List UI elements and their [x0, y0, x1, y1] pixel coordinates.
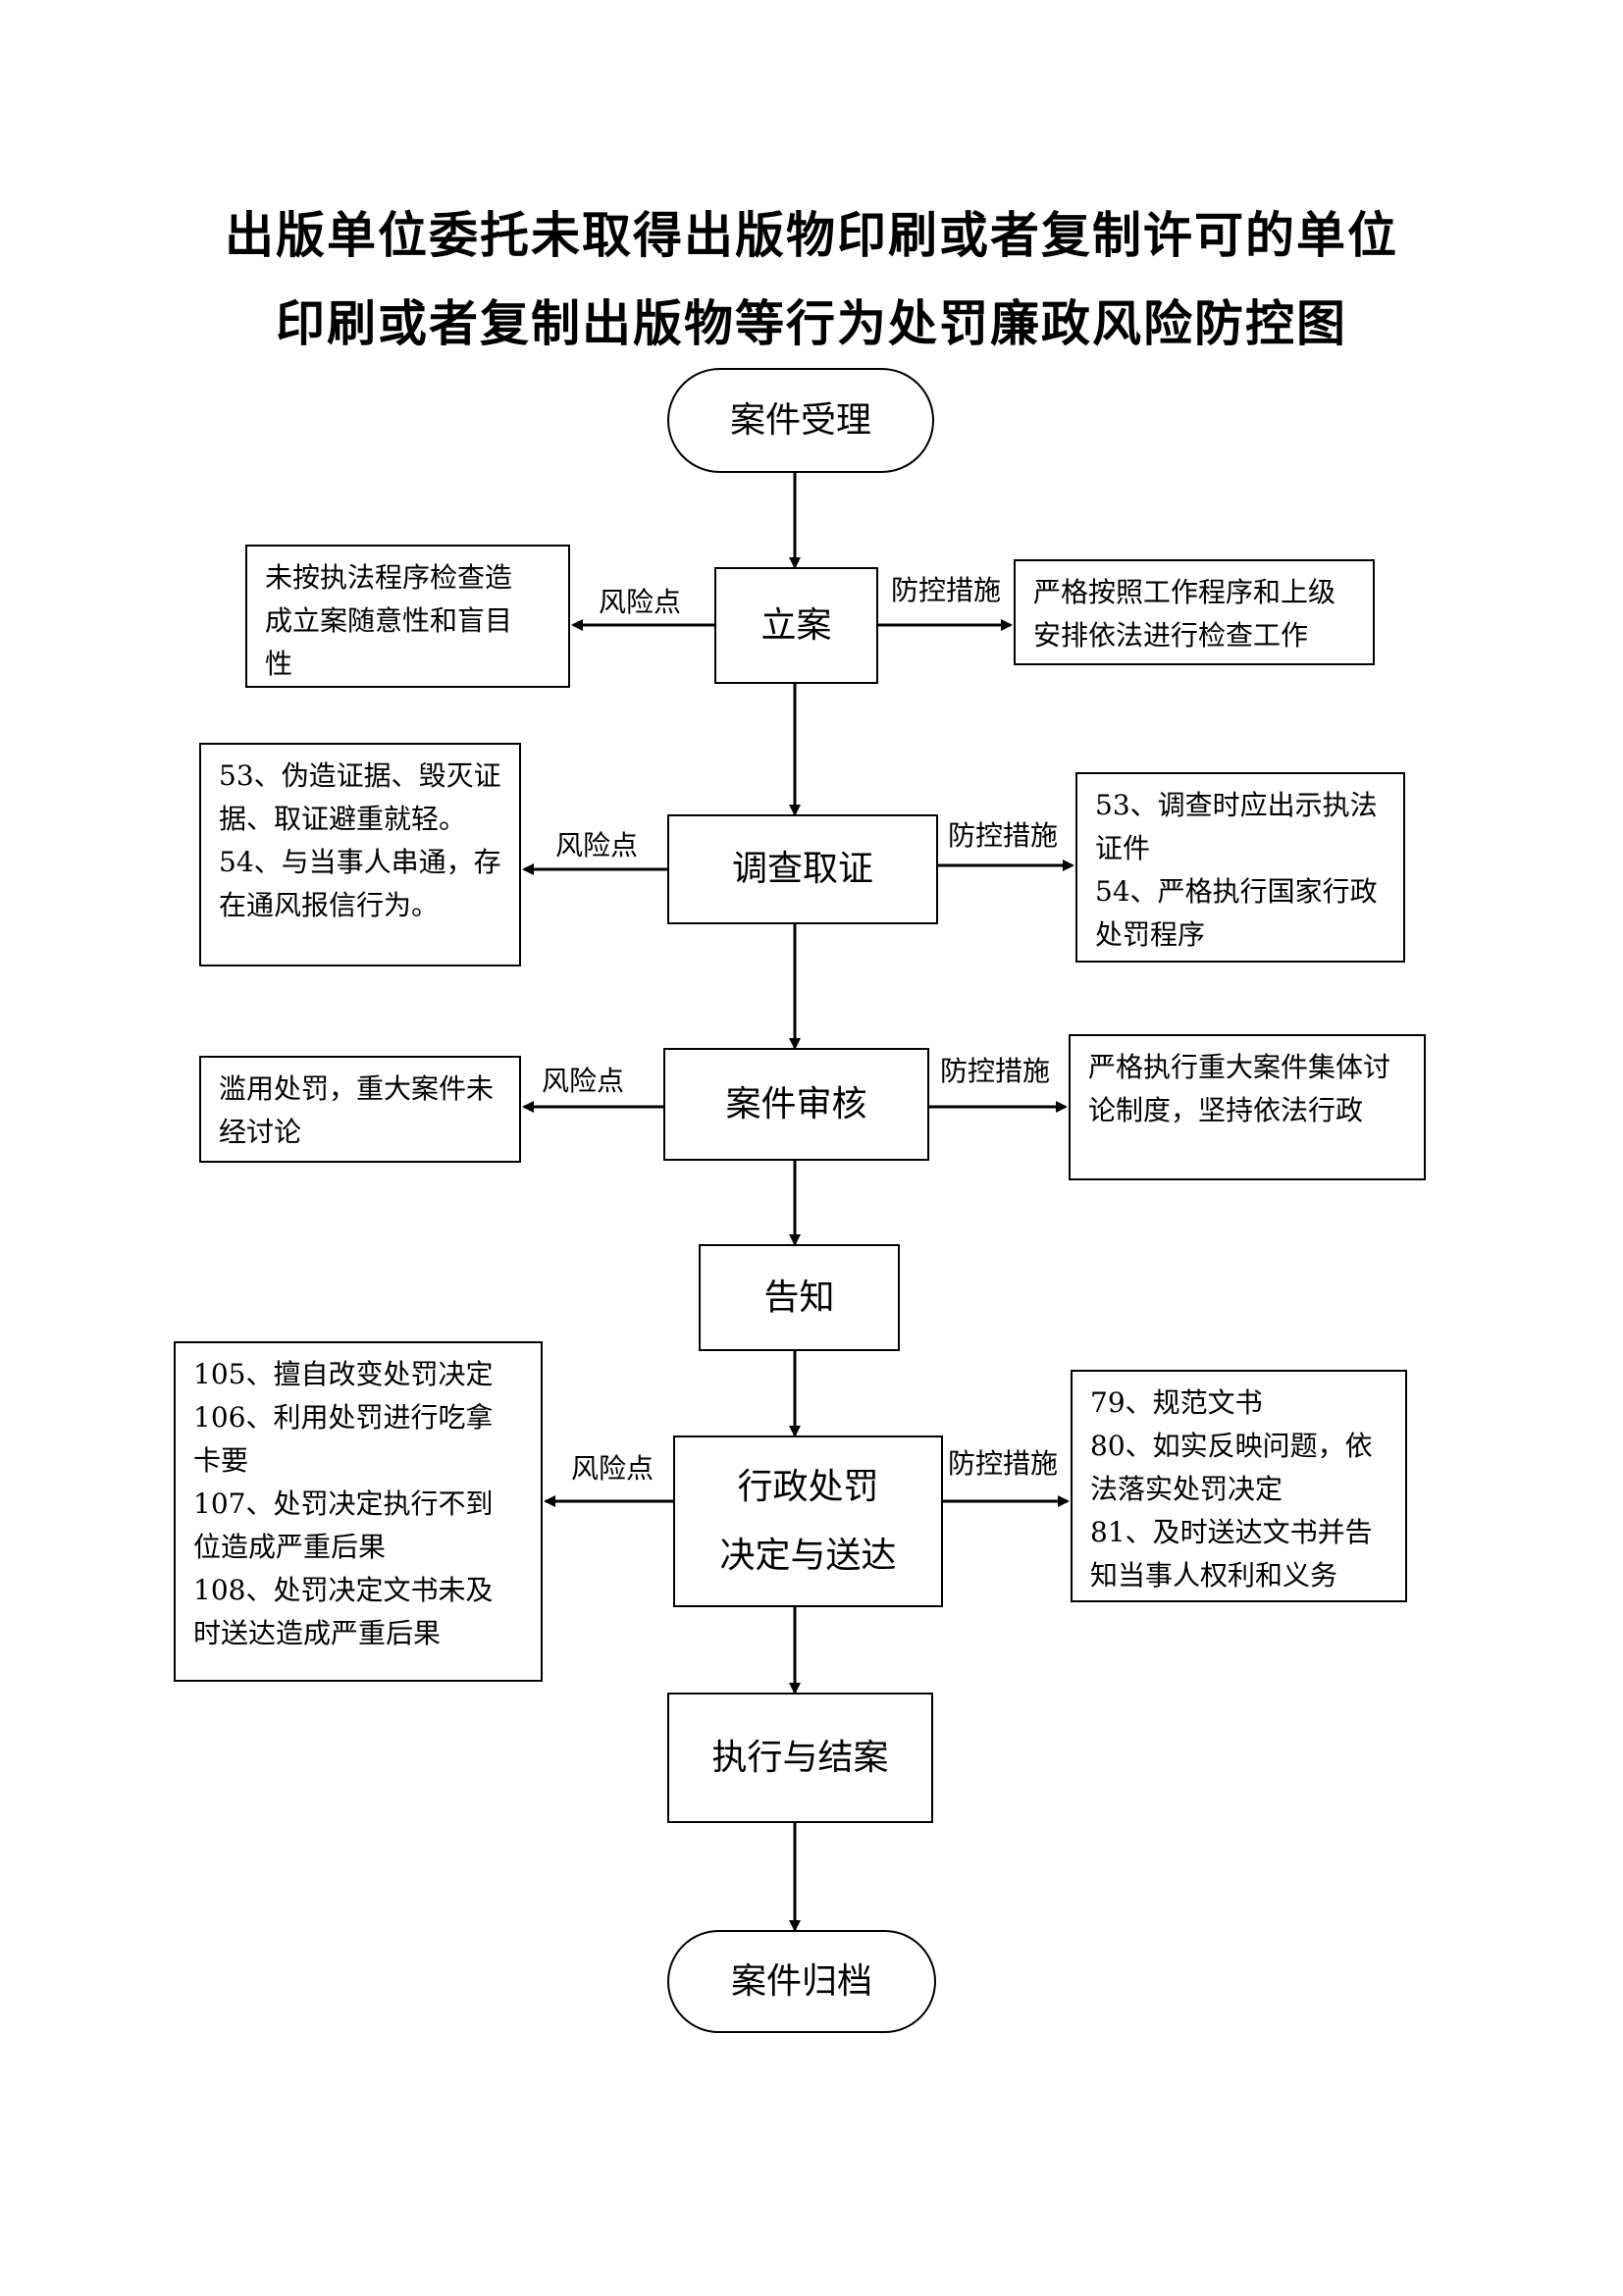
control-chufa-line: 知当事人权利和义务	[1090, 1559, 1338, 1592]
step-diaocha-box: 调查取证	[667, 814, 938, 924]
control-diaocha-line: 54、严格执行国家行政	[1095, 875, 1378, 908]
step-gaozhi-box: 告知	[699, 1244, 900, 1351]
risk-box-chufa: 105、擅自改变处罚决定 106、利用处罚进行吃拿 卡要 107、处罚决定执行不…	[174, 1341, 543, 1682]
control-chufa-line: 79、规范文书	[1090, 1386, 1263, 1419]
risk-diaocha-line: 54、与当事人串通，存	[219, 846, 501, 878]
control-chufa-line: 80、如实反映问题，依	[1090, 1430, 1373, 1462]
risk-chufa-line: 108、处罚决定文书未及	[193, 1574, 494, 1606]
risk-lian-line: 性	[265, 648, 293, 680]
risk-chufa-line: 107、处罚决定执行不到	[193, 1487, 494, 1520]
control-diaocha-line: 证件	[1095, 832, 1151, 864]
control-label-lian: 防控措施	[891, 574, 1002, 606]
risk-chufa-line: 卡要	[193, 1444, 249, 1477]
step-chufa-line-2: 决定与送达	[719, 1535, 897, 1576]
control-chufa-line: 81、及时送达文书并告	[1090, 1516, 1373, 1548]
risk-label-lian: 风险点	[599, 586, 682, 618]
step-zhixing-box: 执行与结案	[667, 1693, 933, 1823]
control-box-chufa: 79、规范文书 80、如实反映问题，依 法落实处罚决定 81、及时送达文书并告 …	[1071, 1370, 1407, 1602]
risk-box-diaocha: 53、伪造证据、毁灭证 据、取证避重就轻。 54、与当事人串通，存 在通风报信行…	[199, 743, 521, 966]
risk-diaocha-line: 53、伪造证据、毁灭证	[219, 759, 501, 792]
page-title-line-1: 出版单位委托未取得出版物印刷或者复制许可的单位	[225, 207, 1398, 264]
risk-chufa-line: 106、利用处罚进行吃拿	[193, 1401, 494, 1434]
risk-shenhe-line: 经讨论	[219, 1116, 302, 1148]
risk-shenhe-line: 滥用处罚，重大案件未	[219, 1072, 495, 1105]
control-box-diaocha: 53、调查时应出示执法 证件 54、严格执行国家行政 处罚程序	[1075, 772, 1405, 963]
risk-box-shenhe: 滥用处罚，重大案件未 经讨论	[199, 1056, 521, 1163]
control-label-diaocha: 防控措施	[948, 819, 1059, 852]
step-chufa-box: 行政处罚 决定与送达	[673, 1435, 943, 1607]
control-shenhe-line: 严格执行重大案件集体讨	[1088, 1051, 1391, 1083]
step-lian-box: 立案	[714, 567, 878, 684]
risk-diaocha-line: 在通风报信行为。	[219, 889, 440, 921]
risk-label-chufa: 风险点	[571, 1452, 654, 1485]
step-shenhe-box: 案件审核	[663, 1048, 929, 1161]
risk-diaocha-line: 据、取证避重就轻。	[219, 803, 467, 835]
risk-chufa-line: 位造成严重后果	[193, 1531, 387, 1563]
control-label-chufa: 防控措施	[948, 1447, 1059, 1480]
end-terminal: 案件归档	[667, 1930, 936, 2033]
risk-lian-line: 成立案随意性和盲目	[265, 604, 513, 637]
control-label-shenhe: 防控措施	[940, 1055, 1051, 1087]
control-box-lian: 严格按照工作程序和上级 安排依法进行检查工作	[1014, 559, 1375, 665]
page-title-line-2: 印刷或者复制出版物等行为处罚廉政风险防控图	[276, 295, 1347, 352]
risk-box-lian: 未按执法程序检查造 成立案随意性和盲目 性	[245, 545, 570, 688]
control-shenhe-line: 论制度，坚持依法行政	[1088, 1094, 1364, 1126]
control-chufa-line: 法落实处罚决定	[1090, 1473, 1283, 1505]
risk-chufa-line: 时送达造成严重后果	[193, 1617, 442, 1649]
risk-lian-line: 未按执法程序检查造	[265, 561, 513, 594]
risk-label-shenhe: 风险点	[542, 1065, 625, 1097]
step-chufa-line-1: 行政处罚	[737, 1466, 879, 1507]
control-box-shenhe: 严格执行重大案件集体讨 论制度，坚持依法行政	[1069, 1034, 1426, 1180]
control-lian-line: 安排依法进行检查工作	[1033, 619, 1309, 652]
control-lian-line: 严格按照工作程序和上级	[1033, 576, 1336, 608]
risk-label-diaocha: 风险点	[555, 829, 639, 861]
start-terminal: 案件受理	[667, 368, 934, 473]
risk-chufa-line: 105、擅自改变处罚决定	[193, 1358, 494, 1390]
control-diaocha-line: 处罚程序	[1095, 918, 1206, 951]
control-diaocha-line: 53、调查时应出示执法	[1095, 789, 1378, 821]
